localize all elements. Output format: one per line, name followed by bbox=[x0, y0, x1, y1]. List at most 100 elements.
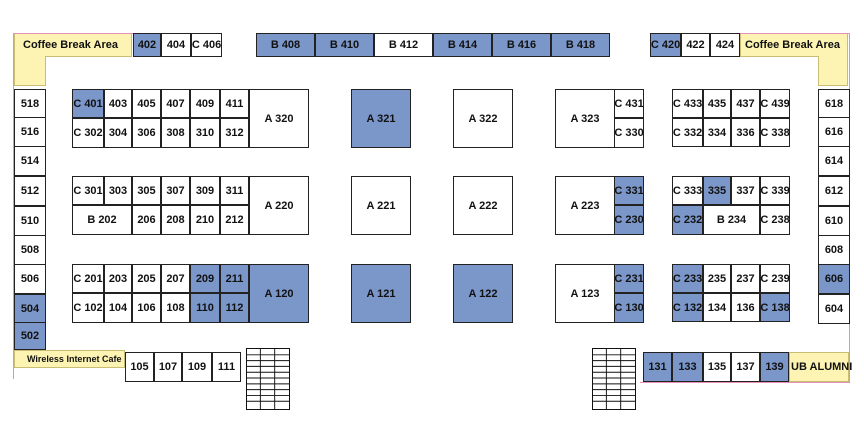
booth-c-201[interactable]: C 201 bbox=[72, 264, 104, 293]
booth-208[interactable]: 208 bbox=[161, 205, 190, 235]
booth-205[interactable]: 205 bbox=[132, 264, 161, 293]
booth-309[interactable]: 309 bbox=[190, 176, 220, 205]
booth-c-433[interactable]: C 433 bbox=[672, 89, 703, 118]
booth-c-332[interactable]: C 332 bbox=[672, 118, 703, 147]
booth-209[interactable]: 209 bbox=[190, 264, 220, 293]
booth-604[interactable]: 604 bbox=[818, 294, 850, 324]
booth-504[interactable]: 504 bbox=[14, 294, 46, 324]
booth-b-202[interactable]: B 202 bbox=[72, 205, 132, 235]
booth-c-138[interactable]: C 138 bbox=[760, 293, 790, 322]
booth-139[interactable]: 139 bbox=[760, 352, 789, 382]
booth-612[interactable]: 612 bbox=[818, 176, 850, 206]
booth-210[interactable]: 210 bbox=[190, 205, 220, 235]
booth-b-412[interactable]: B 412 bbox=[374, 33, 433, 57]
booth-437[interactable]: 437 bbox=[731, 89, 760, 118]
booth-a-320[interactable]: A 320 bbox=[249, 89, 309, 148]
booth-337[interactable]: 337 bbox=[731, 176, 760, 205]
booth-207[interactable]: 207 bbox=[161, 264, 190, 293]
booth-411[interactable]: 411 bbox=[220, 89, 249, 118]
booth-211[interactable]: 211 bbox=[220, 264, 249, 293]
booth-502[interactable]: 502 bbox=[14, 322, 46, 350]
booth-c-233[interactable]: C 233 bbox=[672, 264, 703, 293]
booth-c-338[interactable]: C 338 bbox=[760, 118, 790, 147]
booth-c-333[interactable]: C 333 bbox=[672, 176, 703, 205]
booth-409[interactable]: 409 bbox=[190, 89, 220, 118]
booth-506[interactable]: 506 bbox=[14, 264, 46, 294]
booth-516[interactable]: 516 bbox=[14, 117, 46, 147]
booth-108[interactable]: 108 bbox=[161, 293, 190, 323]
booth-c-239[interactable]: C 239 bbox=[760, 264, 790, 293]
booth-b-408[interactable]: B 408 bbox=[256, 33, 315, 57]
booth-137[interactable]: 137 bbox=[731, 352, 760, 382]
booth-133[interactable]: 133 bbox=[672, 352, 703, 382]
booth-c-238[interactable]: C 238 bbox=[760, 205, 790, 235]
booth-a-222[interactable]: A 222 bbox=[453, 176, 513, 235]
booth-203[interactable]: 203 bbox=[104, 264, 132, 293]
booth-107[interactable]: 107 bbox=[154, 352, 182, 382]
booth-424[interactable]: 424 bbox=[710, 33, 740, 57]
booth-336[interactable]: 336 bbox=[731, 118, 760, 147]
booth-a-122[interactable]: A 122 bbox=[453, 264, 513, 323]
booth-402[interactable]: 402 bbox=[133, 33, 161, 57]
booth-b-414[interactable]: B 414 bbox=[433, 33, 492, 57]
booth-c-102[interactable]: C 102 bbox=[72, 293, 104, 323]
booth-618[interactable]: 618 bbox=[818, 89, 850, 119]
booth-a-120[interactable]: A 120 bbox=[249, 264, 309, 323]
booth-a-223[interactable]: A 223 bbox=[555, 176, 615, 235]
booth-335[interactable]: 335 bbox=[703, 176, 731, 205]
booth-b-234[interactable]: B 234 bbox=[703, 205, 760, 235]
booth-c-132[interactable]: C 132 bbox=[672, 293, 703, 322]
booth-310[interactable]: 310 bbox=[190, 118, 220, 148]
booth-110[interactable]: 110 bbox=[190, 293, 220, 323]
booth-a-123[interactable]: A 123 bbox=[555, 264, 615, 323]
booth-512[interactable]: 512 bbox=[14, 176, 46, 206]
booth-306[interactable]: 306 bbox=[132, 118, 161, 148]
booth-422[interactable]: 422 bbox=[681, 33, 710, 57]
booth-104[interactable]: 104 bbox=[104, 293, 132, 323]
booth-c-232[interactable]: C 232 bbox=[672, 205, 703, 235]
booth-a-323[interactable]: A 323 bbox=[555, 89, 615, 148]
booth-403[interactable]: 403 bbox=[104, 89, 132, 118]
booth-134[interactable]: 134 bbox=[703, 293, 731, 322]
booth-135[interactable]: 135 bbox=[703, 352, 731, 382]
booth-514[interactable]: 514 bbox=[14, 146, 46, 176]
booth-334[interactable]: 334 bbox=[703, 118, 731, 147]
booth-508[interactable]: 508 bbox=[14, 235, 46, 265]
booth-b-416[interactable]: B 416 bbox=[492, 33, 551, 57]
booth-304[interactable]: 304 bbox=[104, 118, 132, 148]
booth-312[interactable]: 312 bbox=[220, 118, 249, 148]
booth-404[interactable]: 404 bbox=[161, 33, 191, 57]
booth-212[interactable]: 212 bbox=[220, 205, 249, 235]
booth-405[interactable]: 405 bbox=[132, 89, 161, 118]
booth-308[interactable]: 308 bbox=[161, 118, 190, 148]
booth-c-302[interactable]: C 302 bbox=[72, 118, 104, 148]
booth-c-420[interactable]: C 420 bbox=[650, 33, 681, 57]
booth-a-321[interactable]: A 321 bbox=[351, 89, 411, 148]
booth-c-301[interactable]: C 301 bbox=[72, 176, 104, 205]
booth-237[interactable]: 237 bbox=[731, 264, 760, 293]
booth-608[interactable]: 608 bbox=[818, 235, 850, 265]
booth-106[interactable]: 106 bbox=[132, 293, 161, 323]
booth-136[interactable]: 136 bbox=[731, 293, 760, 322]
booth-c-431[interactable]: C 431 bbox=[614, 89, 644, 118]
booth-206[interactable]: 206 bbox=[132, 205, 161, 235]
booth-235[interactable]: 235 bbox=[703, 264, 731, 293]
booth-a-121[interactable]: A 121 bbox=[351, 264, 411, 323]
booth-c-230[interactable]: C 230 bbox=[614, 205, 644, 235]
booth-105[interactable]: 105 bbox=[125, 352, 154, 382]
booth-112[interactable]: 112 bbox=[220, 293, 249, 323]
booth-303[interactable]: 303 bbox=[104, 176, 132, 205]
booth-307[interactable]: 307 bbox=[161, 176, 190, 205]
booth-606[interactable]: 606 bbox=[818, 264, 850, 294]
booth-614[interactable]: 614 bbox=[818, 146, 850, 176]
booth-311[interactable]: 311 bbox=[220, 176, 249, 205]
booth-109[interactable]: 109 bbox=[182, 352, 212, 382]
booth-435[interactable]: 435 bbox=[703, 89, 731, 118]
booth-131[interactable]: 131 bbox=[643, 352, 672, 382]
booth-a-322[interactable]: A 322 bbox=[453, 89, 513, 148]
booth-407[interactable]: 407 bbox=[161, 89, 190, 118]
booth-c-130[interactable]: C 130 bbox=[614, 293, 644, 323]
booth-305[interactable]: 305 bbox=[132, 176, 161, 205]
booth-b-418[interactable]: B 418 bbox=[551, 33, 610, 57]
booth-610[interactable]: 610 bbox=[818, 206, 850, 236]
